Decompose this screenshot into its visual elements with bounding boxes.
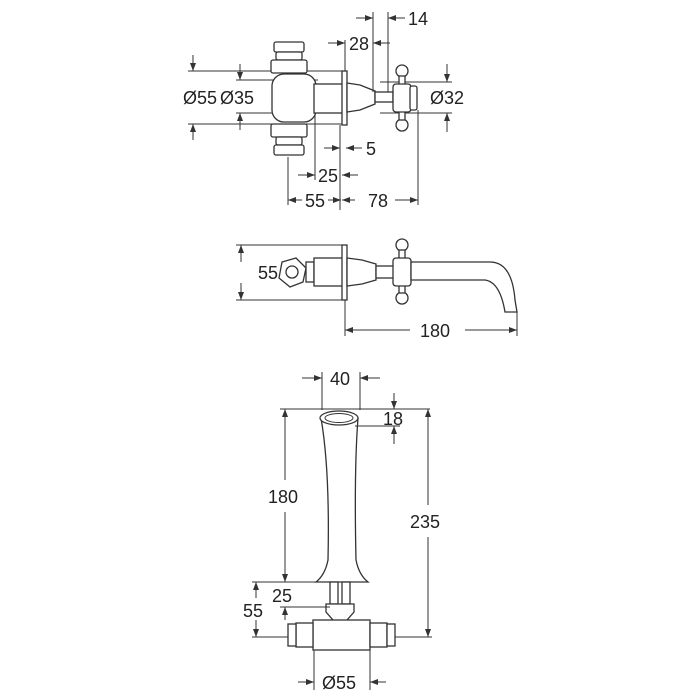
dim-28: 28 [349,34,369,54]
dim-dia-inner: Ø35 [220,88,254,108]
dim-side-height: 55 [258,263,278,283]
dim-dia-handle: Ø32 [430,88,464,108]
dim-side-projection: 180 [420,321,450,341]
dim-spout-depth: 18 [383,409,403,429]
dim-body: 55 [243,601,263,621]
dim-14: 14 [408,9,428,29]
dim-dia-body: Ø55 [322,673,356,693]
dim-78: 78 [368,191,388,211]
dim-5: 5 [366,139,376,159]
dim-overall-height: 235 [410,512,440,532]
dim-gap: 25 [272,586,292,606]
dim-25: 25 [318,166,338,186]
dim-spout-length: 180 [268,487,298,507]
side-view: 55 180 [236,238,518,341]
front-view: 40 18 180 235 25 55 [243,369,440,693]
dim-dia-outer: Ø55 [183,88,217,108]
dim-spout-width: 40 [330,369,350,389]
dim-55: 55 [305,191,325,211]
top-view: Ø55 Ø35 Ø32 14 28 5 25 55 78 [183,9,464,211]
